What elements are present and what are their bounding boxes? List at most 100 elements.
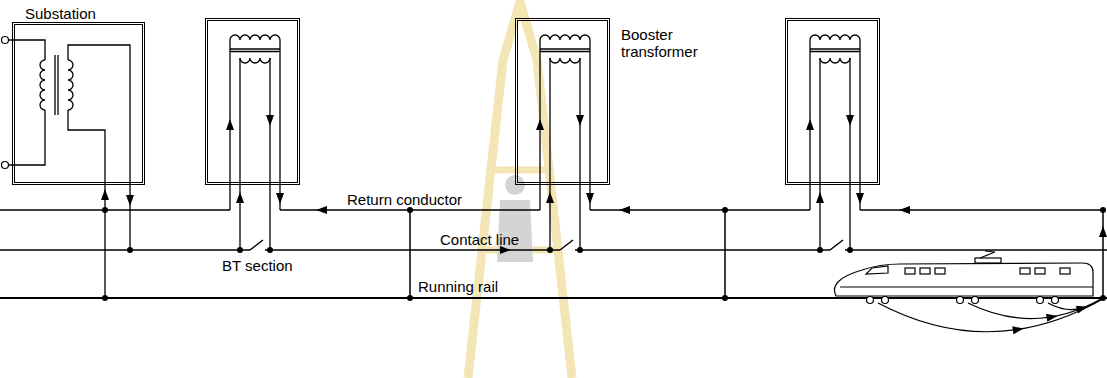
bt-box-outline: [788, 21, 878, 183]
terminal: [2, 162, 9, 169]
train: [840, 286, 1093, 287]
contact-line-wire: [0, 249, 1107, 251]
transformer-winding: [40, 60, 45, 110]
current-arrow: [1099, 226, 1107, 237]
train: [905, 268, 915, 274]
contact-line-wire: [0, 249, 250, 251]
watermark: [468, 2, 572, 378]
return-conductor-wire: [0, 209, 1103, 211]
node-heading: Booster transformer: [621, 26, 721, 60]
bt-winding-lead: [579, 58, 580, 250]
transformer-winding: [540, 35, 590, 40]
contact-line-wire: [265, 249, 560, 251]
current-arrow: [1012, 325, 1024, 335]
terminal: [2, 37, 9, 44]
current-arrow: [226, 119, 234, 130]
junction-dot: [722, 207, 728, 213]
substation-wiring: [57, 55, 58, 115]
train: [834, 251, 1093, 304]
train: [1020, 268, 1030, 274]
contact-line-wire: [575, 249, 830, 251]
current-arrow: [846, 115, 854, 126]
rail-return-current: [1048, 299, 1101, 310]
wire-label: Contact line: [440, 231, 519, 248]
transformer-winding: [810, 35, 860, 40]
bt-winding-lead: [849, 58, 850, 250]
junction-dot: [407, 295, 413, 301]
return-conductor-wire: [0, 209, 230, 211]
substation-wiring: [9, 40, 130, 298]
substation-wiring: [68, 45, 130, 250]
bt-winding-lead: [269, 58, 270, 250]
current-arrow: [1046, 312, 1058, 322]
bt-winding-lead: [819, 58, 820, 250]
train: [834, 263, 1093, 296]
junction-dot: [102, 295, 108, 301]
current-arrow: [101, 115, 1107, 334]
junction-dot: [102, 207, 1106, 301]
train: [1052, 297, 1059, 304]
rail-return-current: [878, 300, 1101, 332]
current-arrow: [806, 119, 814, 130]
train: [882, 297, 889, 304]
wire-label: Return conductor: [347, 191, 462, 208]
watermark: [468, 2, 572, 378]
transformer-winding: [40, 35, 860, 110]
bt-winding-lead: [549, 58, 550, 250]
current-arrow: [316, 206, 327, 214]
train: [1060, 268, 1070, 274]
junction-dot: [127, 247, 133, 253]
contact-line-wire: [845, 249, 1107, 251]
bt-winding-lead: [230, 40, 860, 250]
rail-return-current: [878, 299, 1101, 332]
booster-transformer-box: Booster transformer: [515, 18, 610, 185]
train: [920, 268, 930, 274]
train: [935, 268, 945, 274]
current-arrow: [266, 115, 274, 126]
bonding-wire: [409, 210, 411, 298]
transformer-winding: [240, 58, 270, 63]
current-arrow: [576, 115, 584, 126]
current-arrow: [856, 193, 864, 204]
junction-dot: [267, 247, 273, 253]
train: [867, 297, 874, 304]
transformer-winding: [820, 58, 850, 63]
train: [1037, 297, 1044, 304]
current-arrow: [236, 192, 244, 203]
train: [975, 258, 1001, 263]
substation-box: Substation: [12, 22, 145, 185]
bt-box-outline: [786, 19, 880, 185]
bonding-wire: [410, 210, 1103, 298]
section-switch: [250, 240, 263, 250]
current-arrow: [101, 189, 109, 200]
current-arrow: [546, 192, 554, 203]
return-conductor-wire: [860, 209, 1103, 211]
junction-dot: [102, 207, 108, 213]
section-switch: [560, 240, 573, 250]
bt-box-outline: [206, 19, 880, 185]
section-switch: [250, 240, 843, 250]
current-arrow: [126, 195, 134, 206]
train: [866, 266, 888, 274]
transformer-winding: [230, 35, 280, 40]
bt-winding-lead: [540, 48, 590, 49]
junction-dot: [547, 247, 553, 253]
bt-box-outline: [206, 19, 300, 185]
current-arrow: [816, 192, 824, 203]
junction-dot: [1100, 207, 1106, 213]
current-arrow: [1076, 303, 1089, 314]
bt-winding-lead: [279, 40, 280, 210]
junction-dot: [237, 247, 243, 253]
junction-dot: [847, 247, 853, 253]
junction-dot: [1100, 295, 1106, 301]
bt-winding-lead: [810, 48, 860, 49]
bonding-wire: [1102, 210, 1104, 298]
transformer-winding: [68, 60, 73, 110]
substation-wiring: [54, 55, 55, 115]
bt-winding-lead: [230, 48, 280, 49]
running-rail: [0, 297, 1107, 299]
train: [972, 297, 979, 304]
running-rail: [0, 297, 1107, 299]
